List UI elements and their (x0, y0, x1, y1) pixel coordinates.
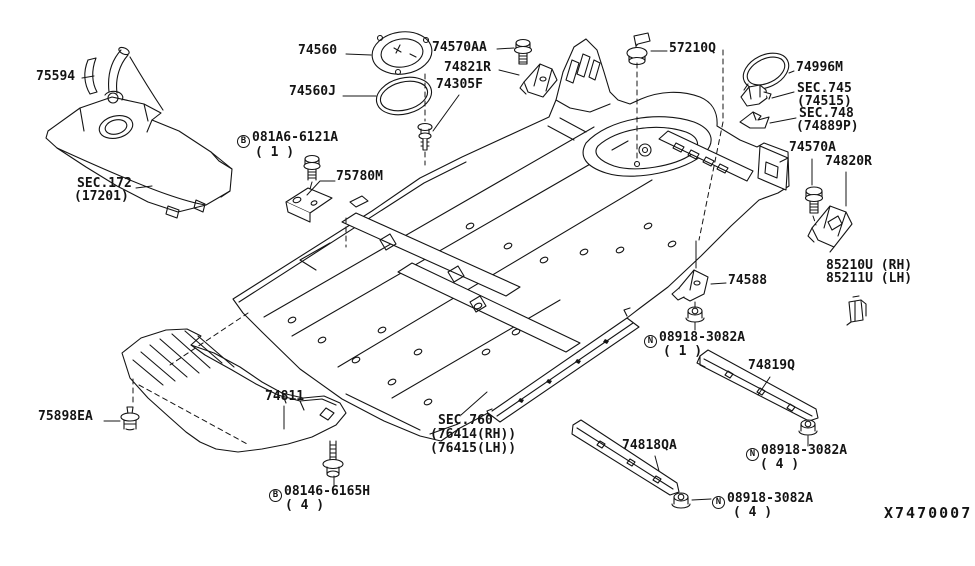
callout-74570a: 74570A (789, 140, 836, 155)
callout-sec760: SEC.760 (438, 413, 493, 428)
callout-85210u-rh: 85210U (RH) (826, 258, 913, 273)
callout-sec745-ref: (74515) (797, 94, 852, 109)
callout-08918-1-qty: ( 1 ) (663, 344, 703, 359)
callout-sec760-lh: (76415(LH)) (430, 441, 517, 456)
callout-74560j: 74560J (289, 84, 336, 99)
callout-74819q: 74819Q (748, 358, 795, 373)
crossmember-74819q-art (696, 349, 819, 422)
floor-pan-art (232, 38, 790, 442)
bolt-74570a (804, 186, 824, 214)
callout-74811: 74811 (265, 389, 305, 404)
callout-sec760-rh: (76414(RH)) (430, 427, 517, 442)
callout-08918-3-qty: ( 4 ) (733, 505, 773, 520)
callout-sec172-ref: (17201) (74, 189, 129, 204)
dashed-lines (132, 49, 817, 446)
callout-08918-1-text: 08918-3082A (659, 330, 746, 345)
callout-74570aa: 74570AA (432, 40, 487, 55)
callout-sec745: SEC.745 (797, 81, 852, 96)
bracket-74588 (671, 269, 709, 302)
callout-74996m: 74996M (796, 60, 843, 75)
bracket-85210u (846, 295, 867, 326)
callout-08918-3-text: 08918-3082A (727, 491, 814, 506)
circled-b-icon: B (269, 489, 282, 502)
clip-74305f (417, 122, 433, 151)
drawing-code: X7470007 (884, 504, 973, 522)
callout-75898ea: 75898EA (38, 409, 93, 424)
bracket-74820r (807, 205, 853, 253)
callout-74588: 74588 (728, 273, 768, 288)
bracket-74821r (519, 63, 558, 98)
crossmember-74818qa-art (571, 419, 680, 496)
circled-n-icon: N (644, 335, 657, 348)
leader-lines (81, 47, 847, 501)
circled-n-icon: N (712, 496, 725, 509)
ring-74996m (742, 52, 790, 91)
callout-74820r: 74820R (825, 154, 872, 169)
callout-85211u-lh: 85211U (LH) (826, 271, 913, 286)
callout-75594: 75594 (36, 69, 76, 84)
bolt-081a6 (303, 154, 321, 181)
callout-08146-qty: ( 4 ) (285, 498, 325, 513)
callout-sec748-ref: (74889P) (796, 119, 859, 134)
callout-sec748: SEC.748 (799, 106, 854, 121)
bracket-75780m (285, 187, 333, 223)
circled-n-icon: N (746, 448, 759, 461)
callout-75780m: 75780M (336, 169, 383, 184)
callout-08146-text: 08146-6165H (284, 484, 371, 499)
callout-74821r: 74821R (444, 60, 491, 75)
nut-74588 (685, 306, 705, 323)
grommet-57210q (626, 32, 651, 66)
callout-74818qa: 74818QA (622, 438, 677, 453)
callout-08918-2-text: 08918-3082A (761, 443, 848, 458)
callout-57210q: 57210Q (669, 41, 716, 56)
clip-75898ea (120, 406, 140, 431)
bolt-74570aa (513, 38, 533, 65)
bracket-sec748 (739, 111, 770, 129)
callout-081a6-text: 081A6-6121A (252, 130, 339, 145)
bolt-08146 (322, 440, 344, 478)
gasket-74560j (375, 76, 433, 116)
nut-74818qa (671, 492, 691, 509)
bracket-sec745 (740, 84, 772, 107)
locking-ring-74560 (371, 31, 433, 76)
fuel-tank-art (45, 46, 233, 219)
callout-081a6-qty: ( 1 ) (255, 145, 295, 160)
callout-74560: 74560 (298, 43, 338, 58)
nut-74819q (798, 419, 818, 436)
callout-sec172: SEC.172 (77, 176, 132, 191)
callout-08918-2-qty: ( 4 ) (760, 457, 800, 472)
circled-b-icon: B (237, 135, 250, 148)
callout-74305f: 74305F (436, 77, 483, 92)
